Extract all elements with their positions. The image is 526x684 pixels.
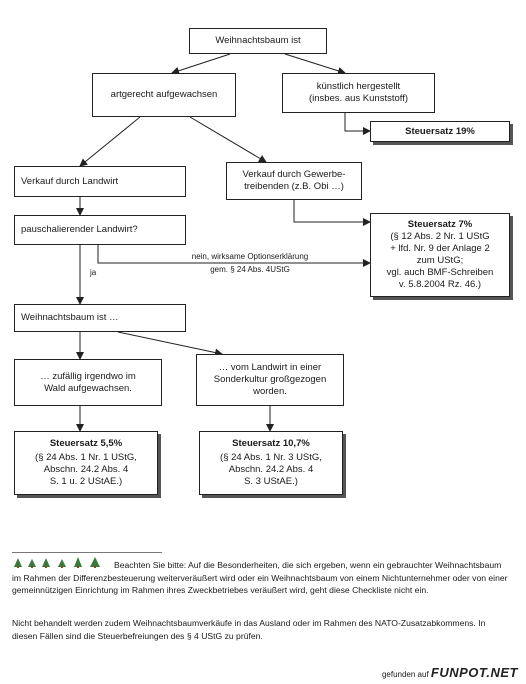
- node-trader-sale: Verkauf durch Gewerbe- treibenden (z.B. …: [226, 162, 362, 200]
- node-root: Weihnachtsbaum ist: [189, 28, 327, 54]
- node-root-label: Weihnachtsbaum ist: [215, 35, 301, 46]
- node-natural: artgerecht aufgewachsen: [92, 73, 236, 117]
- node-artificial: künstlich hergestellt (insbes. aus Kunst…: [282, 73, 435, 113]
- watermark-brand: FUNPOT.NET: [430, 665, 518, 680]
- node-trader-sale-line1: Verkauf durch Gewerbe-: [242, 169, 346, 180]
- node-tree-is-label: Weihnachtsbaum ist …: [21, 312, 119, 323]
- node-artificial-line2: (insbes. aus Kunststoff): [308, 93, 409, 104]
- node-artificial-line1: künstlich hergestellt: [316, 81, 401, 92]
- node-rate-7-title: Steuersatz 7%: [407, 219, 473, 230]
- edge-label-option: nein, wirksame Optionserklärung gem. § 2…: [150, 252, 350, 275]
- footnote-2-text: Nicht behandelt werden zudem Weihnachtsb…: [12, 618, 486, 641]
- node-farmer-sale: Verkauf durch Landwirt: [14, 166, 186, 197]
- node-rate-5-5-line: S. 1 u. 2 UStAE.): [49, 476, 123, 487]
- node-rate-10-7-line: S. 3 UStAE.): [244, 476, 298, 487]
- node-flat-rate-question: pauschalierender Landwirt?: [14, 215, 186, 245]
- edge-natural-trader: [189, 116, 267, 163]
- node-rate-7-line: + lfd. Nr. 9 der Anlage 2: [390, 243, 490, 254]
- edge-label-option-line1: nein, wirksame Optionserklärung: [191, 252, 309, 261]
- node-flat-rate-question-label: pauschalierender Landwirt?: [21, 224, 138, 235]
- node-farmer-sale-label: Verkauf durch Landwirt: [21, 175, 119, 187]
- edge-trader-7: [293, 200, 371, 226]
- node-rate-5-5-line: (§ 24 Abs. 1 Nr. 1 UStG,: [35, 452, 137, 463]
- node-rate-5-5-title: Steuersatz 5,5%: [49, 438, 123, 449]
- watermark: gefunden auf FUNPOT.NET: [382, 665, 518, 680]
- node-rate-7-line: zum UStG;: [416, 255, 464, 266]
- node-rate-10-7-title: Steuersatz 10,7%: [232, 438, 310, 449]
- node-rate-10-7-line: Abschn. 24.2 Abs. 4: [228, 464, 314, 475]
- edge-root-artificial: [284, 53, 346, 75]
- node-rate-5-5: Steuersatz 5,5% (§ 24 Abs. 1 Nr. 1 UStG,…: [14, 431, 158, 495]
- footnote-1: Beachten Sie bitte: Auf die Besonderheit…: [12, 556, 512, 597]
- node-tree-is: Weihnachtsbaum ist …: [14, 304, 186, 332]
- node-forest-line2: Wald aufgewachsen.: [44, 382, 132, 394]
- edge-artificial-19: [344, 113, 371, 135]
- node-rate-5-5-line: Abschn. 24.2 Abs. 4: [43, 464, 129, 475]
- footnote-divider: [12, 552, 162, 553]
- node-rate-7-line: (§ 12 Abs. 2 Nr. 1 UStG: [390, 231, 490, 242]
- node-rate-7-line: v. 5.8.2004 Rz. 46.): [398, 279, 482, 290]
- node-special-culture: … vom Landwirt in einer Sonderkultur gro…: [196, 354, 344, 406]
- node-rate-7: Steuersatz 7% (§ 12 Abs. 2 Nr. 1 UStG + …: [370, 213, 510, 297]
- node-culture-line3: worden.: [253, 386, 287, 397]
- node-rate-7-line: vgl. auch BMF-Schreiben: [386, 267, 494, 278]
- node-culture-line2: Sonderkultur großgezogen: [213, 374, 327, 385]
- node-rate-19-label: Steuersatz 19%: [405, 125, 475, 137]
- node-trader-sale-line2: treibenden (z.B. Obi …): [244, 181, 344, 192]
- watermark-prefix: gefunden auf: [381, 670, 429, 679]
- node-forest: … zufällig irgendwo im Wald aufgewachsen…: [14, 359, 162, 406]
- edge-natural-farmer: [79, 116, 141, 167]
- tree-icon: [14, 557, 100, 568]
- footnote-1-text: Beachten Sie bitte: Auf die Besonderheit…: [12, 560, 508, 595]
- edge-root-natural: [171, 53, 231, 75]
- node-forest-line1: … zufällig irgendwo im: [40, 370, 136, 382]
- node-rate-10-7: Steuersatz 10,7% (§ 24 Abs. 1 Nr. 3 UStG…: [199, 431, 343, 495]
- node-rate-10-7-line: (§ 24 Abs. 1 Nr. 3 UStG,: [220, 452, 322, 463]
- node-rate-19: Steuersatz 19%: [370, 121, 510, 142]
- edge-label-option-line2: gem. § 24 Abs. 4UStG: [210, 265, 290, 274]
- edge-treeis-culture: [117, 331, 223, 357]
- edge-label-yes: ja: [90, 268, 97, 277]
- node-culture-line1: … vom Landwirt in einer: [218, 362, 322, 373]
- node-natural-label: artgerecht aufgewachsen: [110, 89, 218, 100]
- footnote-2: Nicht behandelt werden zudem Weihnachtsb…: [12, 617, 512, 642]
- edge-question-7: [97, 245, 371, 267]
